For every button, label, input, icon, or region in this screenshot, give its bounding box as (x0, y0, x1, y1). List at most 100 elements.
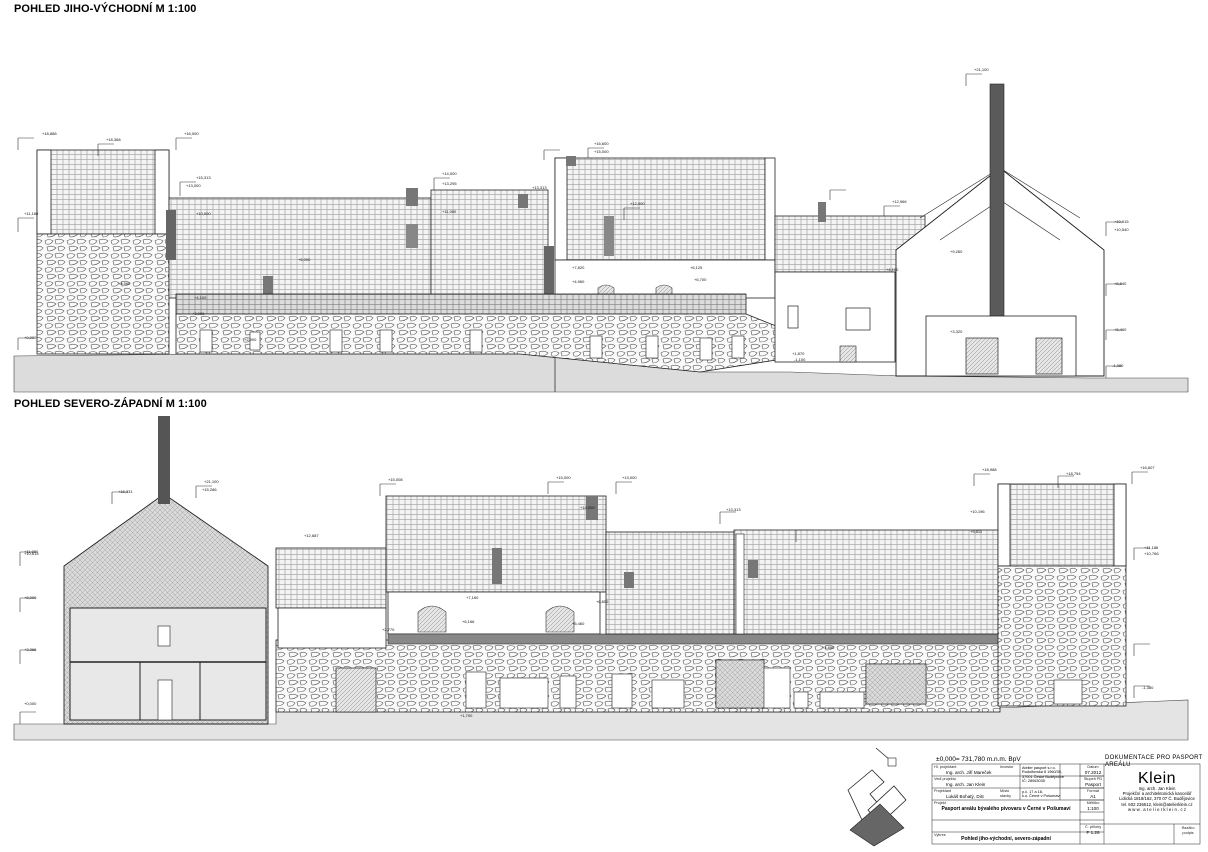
title-block-grid (931, 763, 1201, 845)
tb-signature: Razítko podpis (1176, 826, 1200, 844)
datum-note: ±0,000= 731,780 m.n.m. BpV (936, 756, 1021, 763)
gable-wall (735, 533, 745, 635)
middle-roof (554, 157, 766, 261)
level-markers (19, 471, 1150, 724)
southeast-elevation (13, 73, 1189, 393)
tb-number: Č. přílohy F 1.26 (1082, 825, 1104, 844)
site-key-plan (847, 747, 907, 847)
level-label: +14,000 (442, 171, 457, 176)
gable-wall (997, 483, 1011, 567)
level-label: +15,008 (388, 477, 403, 482)
level-label: +16,331 (118, 489, 133, 494)
level-label: +15,313 (196, 175, 211, 180)
level-label: +12,966 (892, 199, 907, 204)
left-roof (275, 547, 387, 609)
tb-project: Projekt Pasport areálu bývalého pivovaru… (934, 801, 1078, 820)
level-label: +18,888 (42, 131, 57, 136)
level-label: +21,100 (204, 479, 219, 484)
window (787, 305, 799, 329)
garage-door (335, 667, 377, 713)
tb-line: 37001 České Budějovice (1022, 774, 1065, 779)
door (157, 679, 173, 721)
firm-line: w w w . a t e l i e r k l e i n . c z (1127, 806, 1187, 812)
tb-label: Měřítko (1086, 801, 1100, 805)
level-label: +18,754 (1066, 471, 1081, 476)
level-label: +6,700 (694, 277, 707, 282)
level-label: +6,800 (596, 599, 609, 604)
tb-label: Razítko (1181, 826, 1195, 830)
chimney (492, 548, 502, 584)
level-label: +18,368 (106, 137, 121, 142)
window (845, 307, 871, 331)
tb-location-lines: p.č. 17 a 18, k.ú. Černé v Pošumaví (1022, 790, 1078, 800)
level-label: +11,000 (24, 549, 39, 554)
tb-value: 1:100 (1087, 806, 1099, 812)
chimney (624, 572, 634, 588)
level-label: +6,166 (462, 619, 475, 624)
tb-label: Vedl projektu (934, 777, 956, 781)
level-label: +16,600 (594, 141, 609, 146)
level-label: +14,000 (580, 505, 595, 510)
level-label: +13,295 (442, 181, 457, 186)
firm-contact: Ing. arch. Jan Klein Projekční a archite… (1112, 786, 1202, 812)
tb-value: A1 (1090, 794, 1096, 800)
view-title-southeast: POHLED JIHO-VÝCHODNÍ M 1:100 (14, 3, 197, 15)
level-label: +9,811 (970, 529, 983, 534)
tb-value: Pasport (1085, 782, 1101, 788)
tb-investor-lines: Atelier pasport s.r.o. Rudolfovská 8 196… (1022, 766, 1078, 788)
cornice (387, 633, 1001, 645)
level-label: +13,313 (726, 507, 741, 512)
tb-investor: Investor (1000, 765, 1060, 788)
door-group (199, 329, 745, 361)
level-label: +8,560 (118, 281, 131, 286)
chimney (544, 246, 554, 294)
level-label: +3,366 (24, 647, 37, 652)
industrial-chimney (989, 83, 1005, 321)
tb-label: Místo stavby (1000, 789, 1011, 799)
level-label: +7,820 (572, 265, 585, 270)
tower-roof (36, 149, 170, 235)
chimney (586, 496, 598, 520)
level-label: +8,000 (24, 595, 37, 600)
tb-drawing: Výkres Pohled jiho-východní, severo-zápa… (934, 833, 1078, 844)
firm-logo-text: Klein (1138, 770, 1177, 787)
tb-stage: Stupeň PD Pasport (1082, 777, 1104, 788)
lean-to-roof (175, 293, 747, 315)
level-label: +3,900 (192, 311, 205, 316)
level-label: +10,615 (24, 551, 39, 556)
level-label: +16,000 (184, 131, 199, 136)
facade-wall (277, 607, 387, 649)
level-label: +7,160 (466, 595, 479, 600)
chimney (518, 194, 528, 208)
level-label: +1,870 (792, 351, 805, 356)
chimney (166, 210, 176, 260)
level-label: +5,460 (1114, 327, 1127, 332)
level-label: +15,000 (556, 475, 571, 480)
tb-project-name: Pasport areálu bývalého pivovaru v Černé… (941, 806, 1071, 813)
level-label: +16,607 (1140, 465, 1155, 470)
window (157, 625, 171, 647)
tb-value: Lukáš Bohatý, DiS (946, 794, 984, 800)
level-label: +10,000 (196, 211, 211, 216)
level-label: +11,160 (24, 211, 39, 216)
tb-label: Č. přílohy (1084, 825, 1102, 829)
level-label: +21,100 (974, 67, 989, 72)
tb-value: podpis (1182, 831, 1194, 836)
level-label: +18,988 (982, 467, 997, 472)
level-label: +2,770 (382, 627, 395, 632)
level-label: +10,540 (1114, 227, 1129, 232)
level-label: +6,000 (298, 257, 311, 262)
level-label: +13,313 (532, 185, 547, 190)
chimney (748, 560, 758, 578)
tb-label: Stupeň PD (1083, 777, 1103, 781)
gable-wall (1113, 483, 1127, 567)
chimney (406, 188, 418, 206)
tb-line: Rudolfovská 8 1960/30, (1022, 770, 1062, 775)
chimney (566, 156, 576, 166)
level-label: +11,186 (1144, 545, 1159, 550)
level-label: +3,320 (950, 329, 963, 334)
north-arrow-icon (875, 747, 891, 761)
grille (865, 663, 927, 705)
level-label: +10,615 (1114, 219, 1129, 224)
gable-wall (36, 149, 52, 235)
